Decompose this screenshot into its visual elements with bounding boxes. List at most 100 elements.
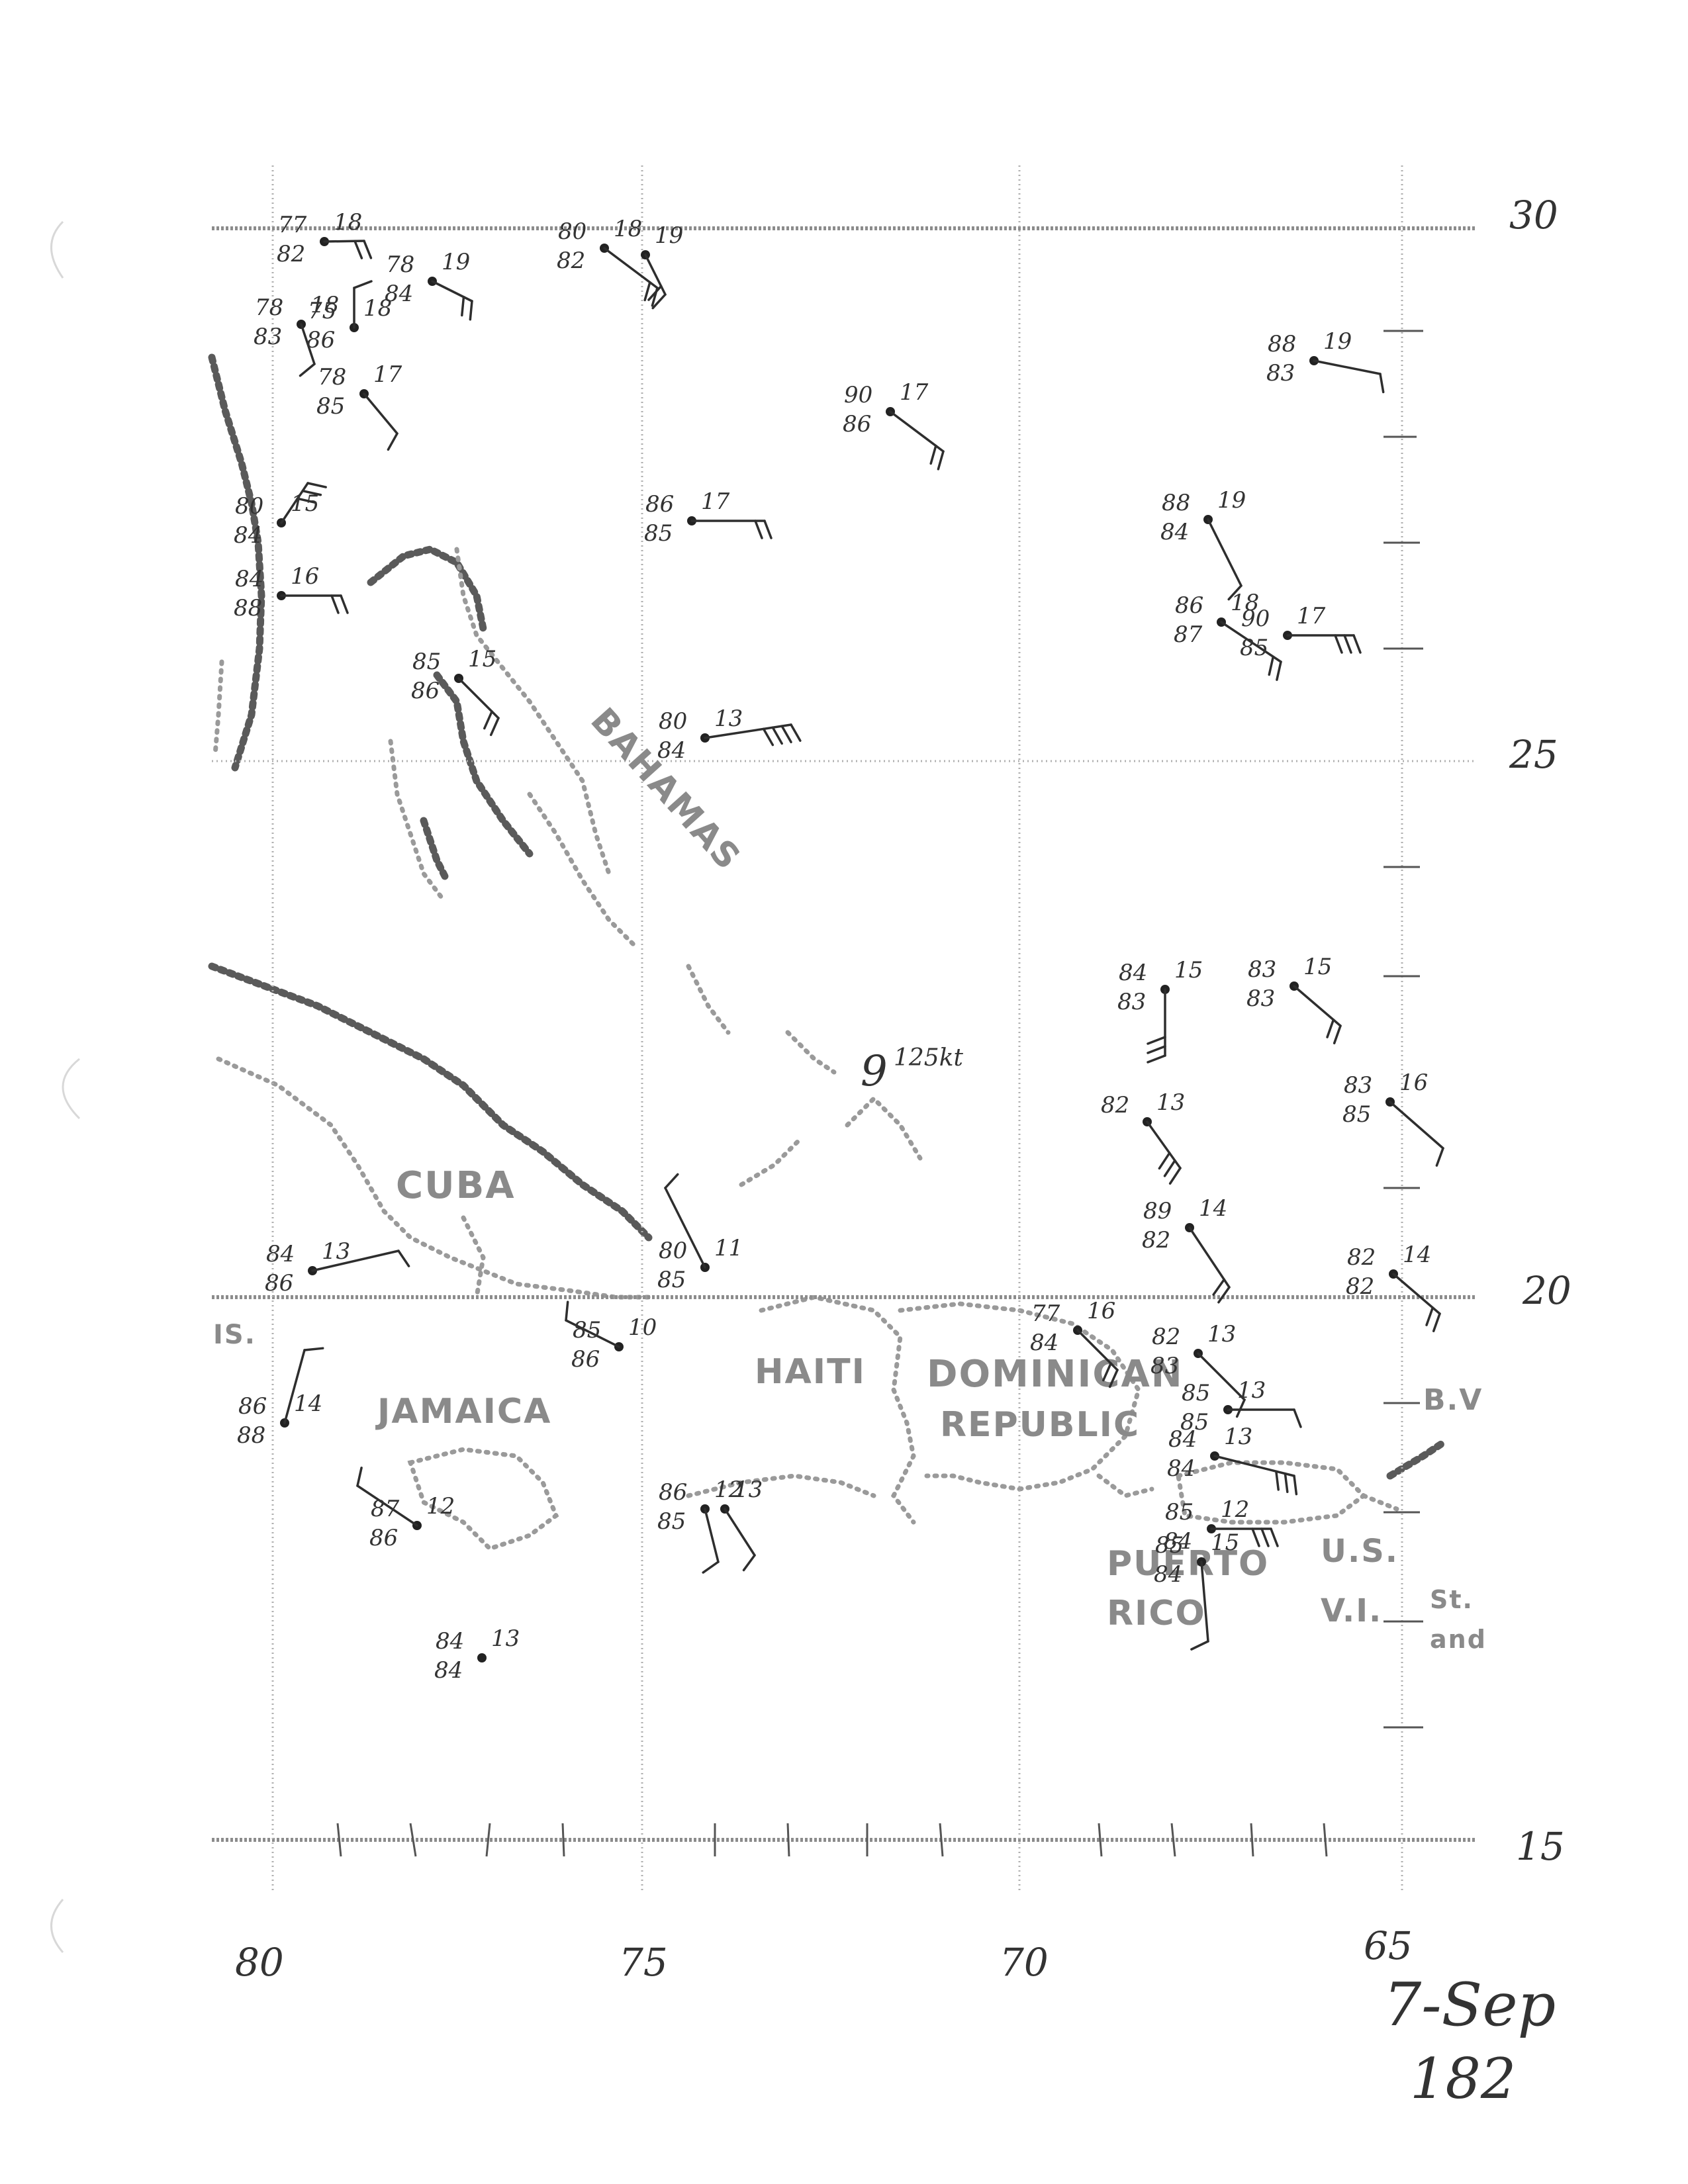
- station-temperature: 89: [1143, 1198, 1172, 1224]
- wind-feather: [1108, 1369, 1119, 1388]
- station-id: 15: [1211, 1529, 1239, 1556]
- ship-station: 13: [720, 1477, 763, 1572]
- station-dewpoint: 84: [1030, 1330, 1058, 1356]
- station-dot: [477, 1653, 487, 1662]
- station-id: 19: [1217, 487, 1246, 514]
- station-id: 14: [1403, 1242, 1431, 1268]
- station-id: 15: [291, 490, 319, 517]
- wind-feather: [1268, 655, 1275, 676]
- wind-feather: [1333, 1024, 1342, 1044]
- wind-feather: [1102, 1362, 1112, 1382]
- station-id: 19: [442, 249, 470, 275]
- wind-shaft: [300, 323, 316, 365]
- station-id: 17: [1297, 603, 1326, 629]
- wind-feather: [780, 725, 792, 744]
- wind-feather: [1147, 1054, 1166, 1064]
- station-temperature: 82: [1152, 1324, 1180, 1350]
- wind-feather: [565, 1300, 569, 1322]
- wind-feather: [1270, 1527, 1279, 1547]
- wind-shaft: [356, 1484, 418, 1527]
- lat-label-15: 15: [1516, 1824, 1565, 1869]
- wind-shaft: [311, 1250, 400, 1272]
- label-jamaica: JAMAICA: [375, 1392, 551, 1432]
- wind-feather: [299, 363, 316, 377]
- station-dewpoint: 85: [316, 393, 345, 420]
- station-temperature: 82: [1347, 1244, 1376, 1271]
- wind-shaft: [889, 410, 945, 453]
- station-temperature: 80: [659, 708, 687, 735]
- station-dewpoint: 85: [657, 1508, 686, 1535]
- wind-feather: [1147, 1036, 1166, 1045]
- wind-feather: [1284, 1472, 1289, 1494]
- wind-feather: [1435, 1147, 1444, 1167]
- station-temperature: 84: [235, 566, 263, 592]
- station-dewpoint: 82: [557, 248, 585, 274]
- station-dewpoint: 84: [434, 1657, 463, 1684]
- station-dewpoint: 83: [1150, 1353, 1179, 1379]
- wind-feather: [340, 594, 349, 614]
- station-temperature: 84: [1119, 960, 1147, 986]
- label-rico: RICO: [1107, 1594, 1206, 1633]
- label-republic: REPUBLIC: [940, 1405, 1140, 1445]
- station-id: 18: [310, 292, 339, 318]
- wind-shaft: [704, 723, 792, 739]
- wind-feather: [387, 432, 399, 451]
- station-dewpoint: 84: [385, 281, 413, 307]
- station-id: 18: [614, 216, 642, 242]
- station-temperature: 85: [1182, 1380, 1210, 1406]
- station-temperature: 83: [1248, 956, 1276, 983]
- label-dominican: DOMINICAN: [927, 1353, 1184, 1396]
- station-id: 14: [294, 1390, 322, 1417]
- station-id: 12: [426, 1493, 455, 1520]
- lat-label-30: 30: [1509, 193, 1558, 238]
- page-footer: 7-Sep 182: [1383, 1970, 1556, 2111]
- wind-feather: [397, 1250, 410, 1267]
- station-dewpoint: 88: [237, 1422, 265, 1449]
- station-dewpoint: 84: [657, 737, 686, 764]
- lon-label-65: 65: [1364, 1923, 1413, 1968]
- station-id: 19: [655, 222, 683, 249]
- wind-feather: [790, 723, 802, 742]
- station-dewpoint: 82: [1142, 1227, 1170, 1253]
- station-temperature: 87: [371, 1496, 400, 1522]
- label-puerto: PUERTO: [1107, 1544, 1269, 1584]
- wind-feather: [301, 489, 322, 496]
- station-id: 18: [363, 295, 392, 322]
- wind-feather: [469, 300, 473, 321]
- station-temperature: 83: [1344, 1072, 1372, 1099]
- binder-punch-marks: [50, 220, 81, 1953]
- axis-labels: 30 25 20 15 80 75 70 65: [235, 193, 1571, 1985]
- station-temperature: 86: [238, 1393, 267, 1420]
- wind-feather: [363, 240, 373, 259]
- station-dewpoint: 86: [411, 678, 440, 704]
- wind-feather: [461, 295, 465, 317]
- wind-feather: [1163, 1159, 1176, 1177]
- lon-label-75: 75: [619, 1940, 668, 1985]
- wind-feather: [929, 444, 937, 465]
- station-temperature: 85: [412, 649, 441, 675]
- station-id: 13: [1156, 1089, 1185, 1116]
- station-id: 16: [1087, 1298, 1115, 1324]
- station-dewpoint: 86: [571, 1346, 600, 1373]
- wind-feather: [1212, 1278, 1225, 1296]
- wind-feather: [489, 717, 500, 737]
- station-dewpoint: 83: [254, 324, 282, 350]
- station-dewpoint: 82: [1346, 1273, 1374, 1300]
- lat-label-20: 20: [1522, 1268, 1571, 1313]
- station-dewpoint: 85: [1240, 635, 1268, 661]
- label-is: IS.: [213, 1320, 256, 1350]
- station-temperature: 80: [558, 218, 586, 245]
- station-dewpoint: 84: [234, 522, 262, 549]
- label-st: St.: [1430, 1585, 1474, 1614]
- station-id: 13: [714, 705, 743, 732]
- hurricane-symbol: 9 125kt: [861, 1044, 964, 1096]
